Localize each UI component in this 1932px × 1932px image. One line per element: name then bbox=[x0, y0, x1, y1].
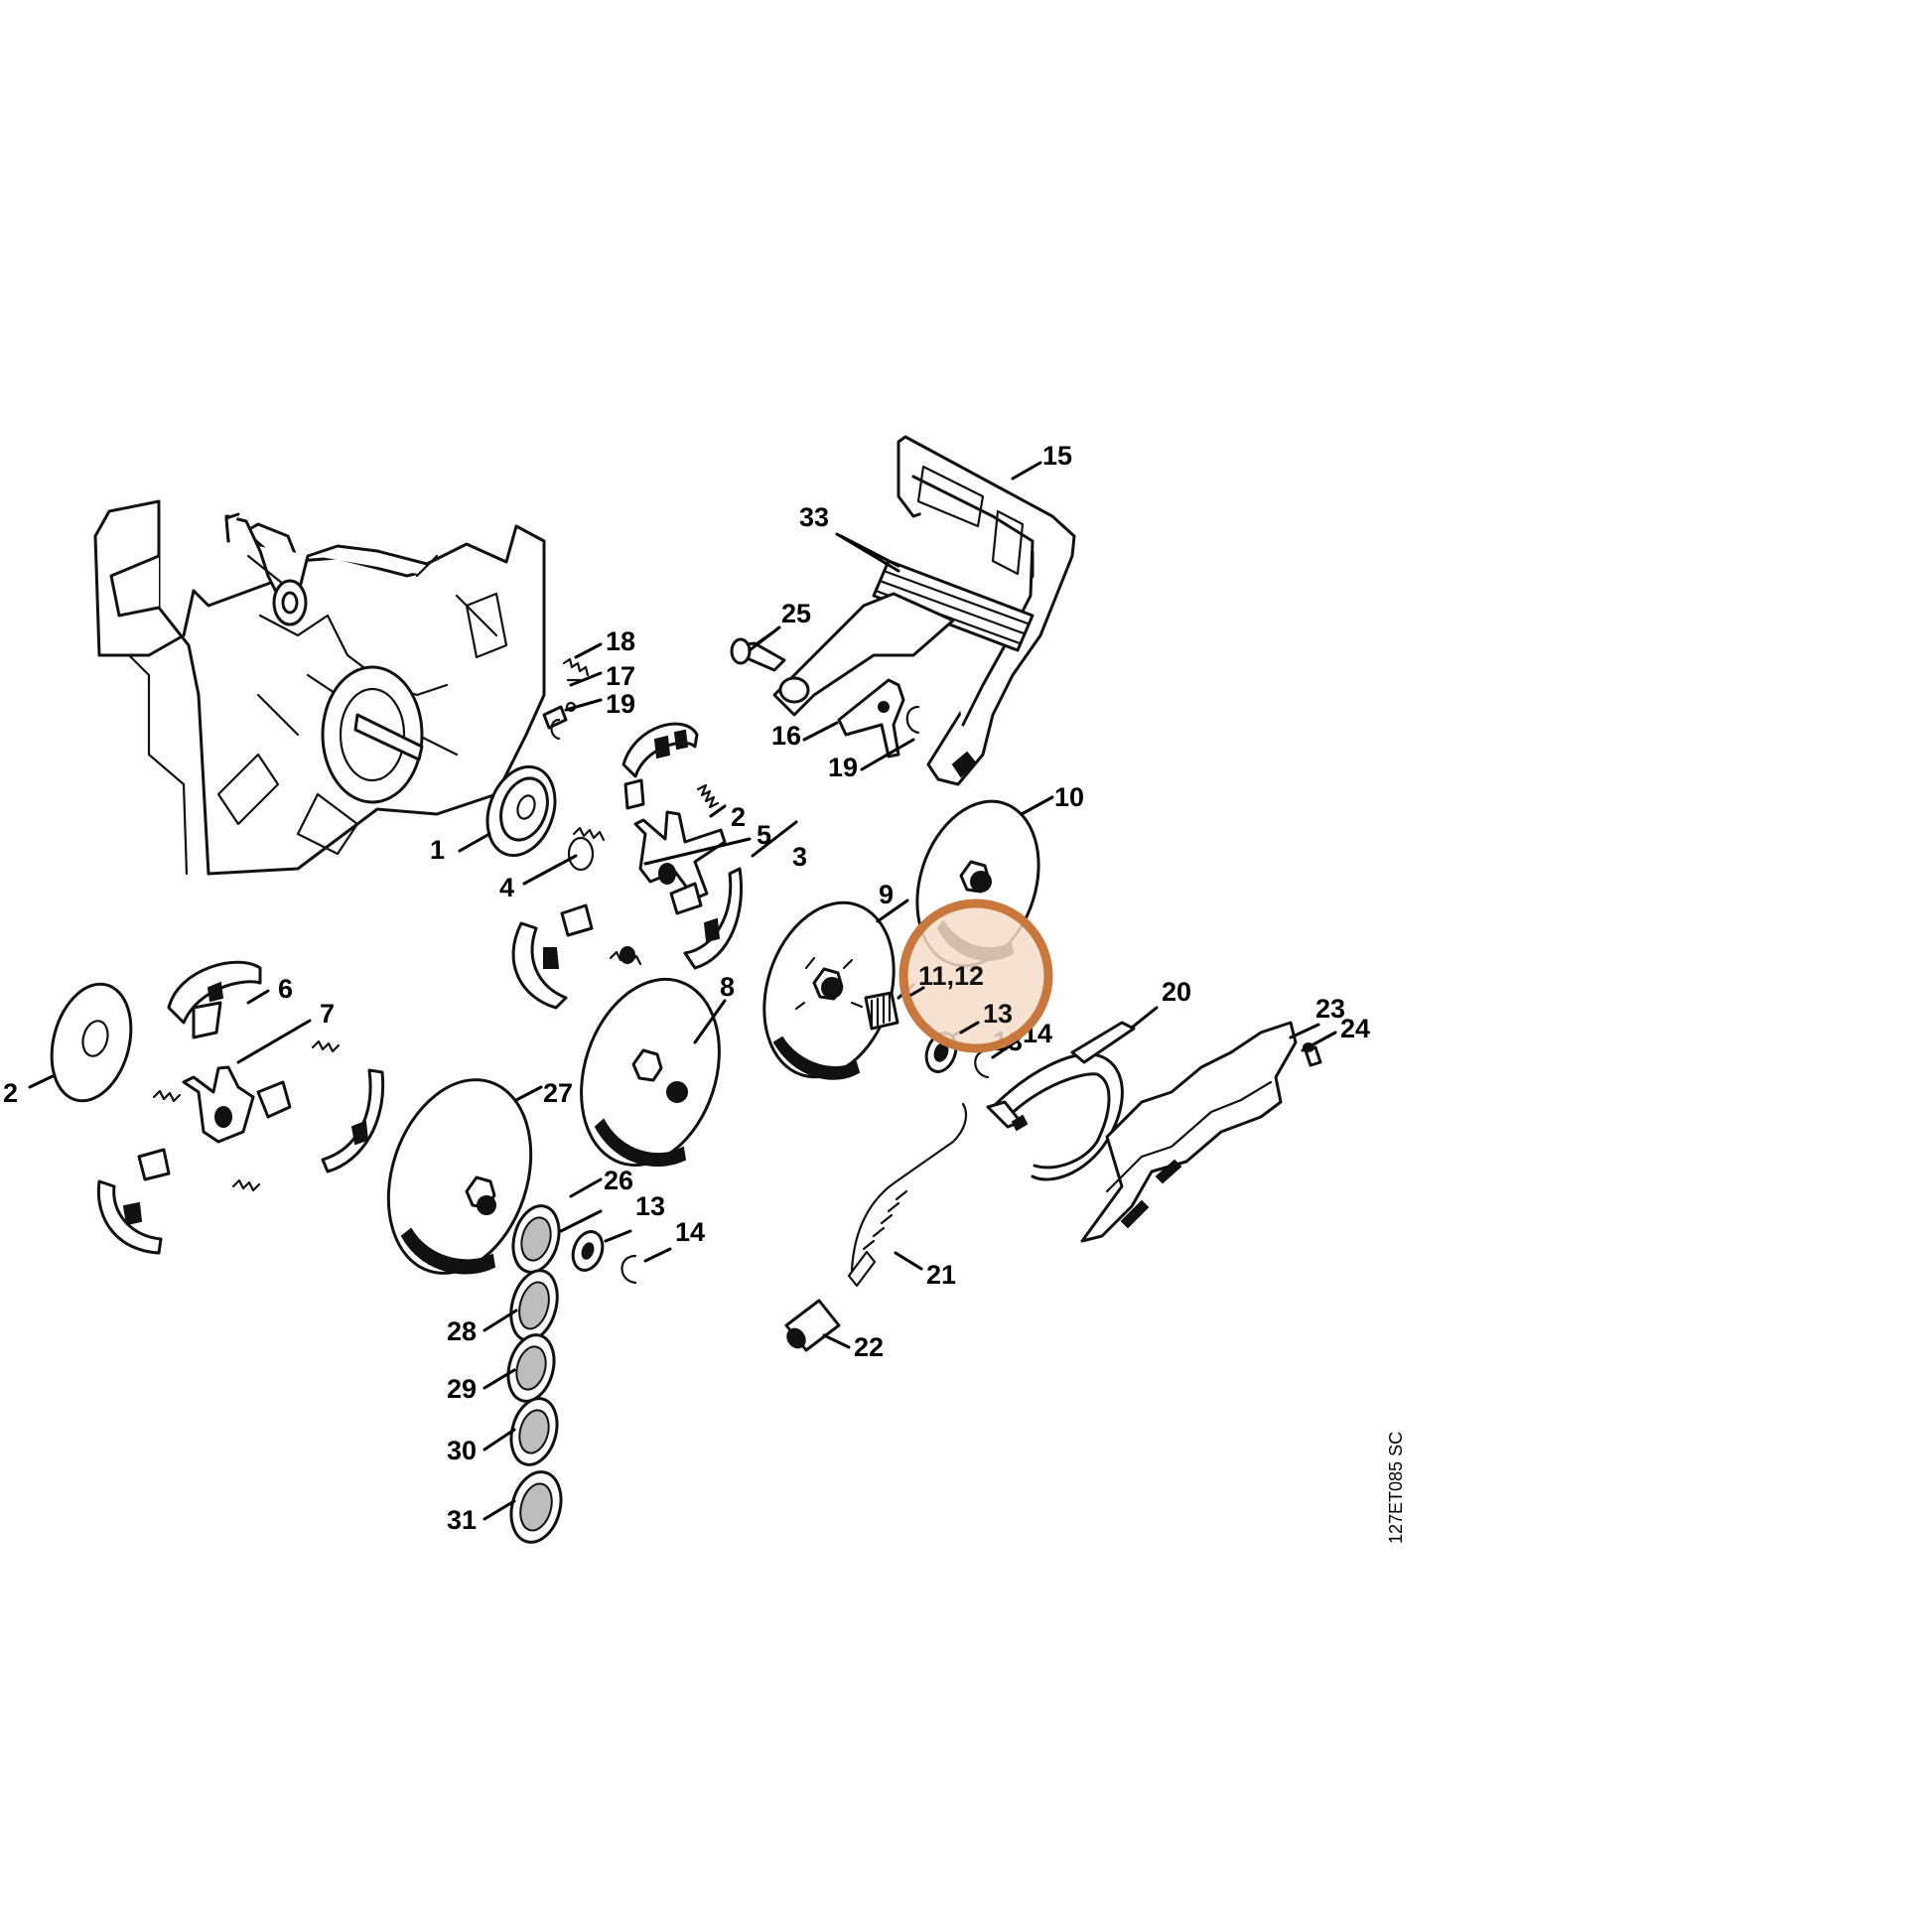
callout-20: 20 bbox=[1162, 977, 1191, 1007]
clutch-shoe-top-2 bbox=[167, 960, 262, 1025]
rim-sprocket-28 bbox=[509, 1269, 559, 1342]
rim-sprocket-30 bbox=[509, 1397, 559, 1466]
clutch-shoe-top bbox=[621, 722, 699, 778]
brake-band-20 bbox=[986, 1021, 1136, 1181]
pin-17 bbox=[542, 701, 577, 730]
clutch-spring-small bbox=[567, 826, 606, 872]
clutch-spring-center bbox=[696, 783, 720, 809]
callout-13-highlight: 13 bbox=[983, 999, 1013, 1029]
callout-28: 28 bbox=[447, 1316, 477, 1346]
clutch-spring-2a bbox=[152, 1039, 341, 1192]
callout-8: 8 bbox=[720, 972, 735, 1002]
callout-14-bottom: 14 bbox=[675, 1217, 705, 1247]
rim-sprocket-29 bbox=[506, 1333, 556, 1403]
spring-21 bbox=[847, 1102, 968, 1288]
e-clip-14 bbox=[974, 1048, 990, 1079]
callout-1: 1 bbox=[430, 835, 445, 865]
callout-15: 15 bbox=[1042, 441, 1072, 471]
callout-26: 26 bbox=[604, 1166, 633, 1195]
callout-19-left: 19 bbox=[606, 689, 635, 719]
callout-30: 30 bbox=[447, 1436, 477, 1465]
highlight-circle bbox=[898, 898, 1053, 1053]
callout-4: 4 bbox=[499, 873, 514, 902]
callout-6: 6 bbox=[278, 974, 293, 1004]
callout-17: 17 bbox=[606, 661, 635, 691]
clutch-drum-27 bbox=[386, 1078, 533, 1275]
washer-13b bbox=[571, 1230, 605, 1272]
clutch-spring-bottom bbox=[609, 946, 642, 966]
highlight-marker: 11,12 13 bbox=[898, 898, 1053, 1053]
clutch-washer-2 bbox=[50, 982, 133, 1103]
callout-10: 10 bbox=[1054, 782, 1084, 812]
rim-sprocket-31 bbox=[509, 1470, 563, 1544]
callout-5: 5 bbox=[757, 820, 771, 850]
callout-2: 2 bbox=[731, 802, 746, 832]
callout-9: 9 bbox=[879, 880, 894, 909]
hand-guard-arm bbox=[772, 592, 955, 717]
clutch-washer-1 bbox=[485, 764, 557, 858]
clutch-shoe-right bbox=[669, 867, 744, 970]
clutch-drum-9 bbox=[762, 900, 896, 1080]
clip-19-left bbox=[550, 718, 561, 741]
bushing-22 bbox=[784, 1299, 841, 1352]
callout-29: 29 bbox=[447, 1374, 477, 1404]
clutch-shoe-left bbox=[511, 903, 594, 1010]
e-clip-14b bbox=[621, 1254, 637, 1285]
clutch-carrier-2 bbox=[182, 1001, 292, 1144]
callout-23: 23 bbox=[1315, 994, 1345, 1024]
callout-16: 16 bbox=[771, 721, 801, 751]
callout-11-12: 11,12 bbox=[918, 961, 984, 991]
callout-19-right: 19 bbox=[828, 753, 858, 782]
callout-25: 25 bbox=[781, 599, 811, 628]
callout-3: 3 bbox=[792, 842, 807, 872]
spring-18 bbox=[562, 657, 590, 682]
callout-13-bottom: 13 bbox=[635, 1191, 665, 1221]
callout-2-left: 2 bbox=[3, 1078, 18, 1108]
callout-18: 18 bbox=[606, 626, 635, 656]
callout-24: 24 bbox=[1340, 1014, 1370, 1043]
callout-labels: 1 2 2 3 4 5 6 7 8 9 10 13 14 15 16 17 18… bbox=[3, 441, 1370, 1535]
leader-lines bbox=[28, 461, 1337, 1521]
callout-33: 33 bbox=[799, 502, 829, 532]
callout-22: 22 bbox=[854, 1332, 884, 1362]
brake-lever-16 bbox=[837, 678, 905, 759]
clutch-shoe-right-2 bbox=[321, 1068, 385, 1173]
clutch-shoe-left-2 bbox=[96, 1148, 171, 1255]
clutch-drum-8 bbox=[580, 977, 721, 1168]
drawing-reference-code: 127ET085 SC bbox=[1386, 1432, 1406, 1544]
brake-cover bbox=[1080, 1021, 1298, 1243]
callout-7: 7 bbox=[320, 999, 335, 1029]
crankcase-housing bbox=[93, 499, 546, 876]
needle-bearing bbox=[864, 991, 899, 1031]
callout-21: 21 bbox=[926, 1260, 956, 1290]
rim-sprocket-26 bbox=[511, 1204, 561, 1274]
callout-31: 31 bbox=[447, 1505, 477, 1535]
callout-27: 27 bbox=[543, 1078, 573, 1108]
clip-19-right bbox=[905, 705, 920, 735]
